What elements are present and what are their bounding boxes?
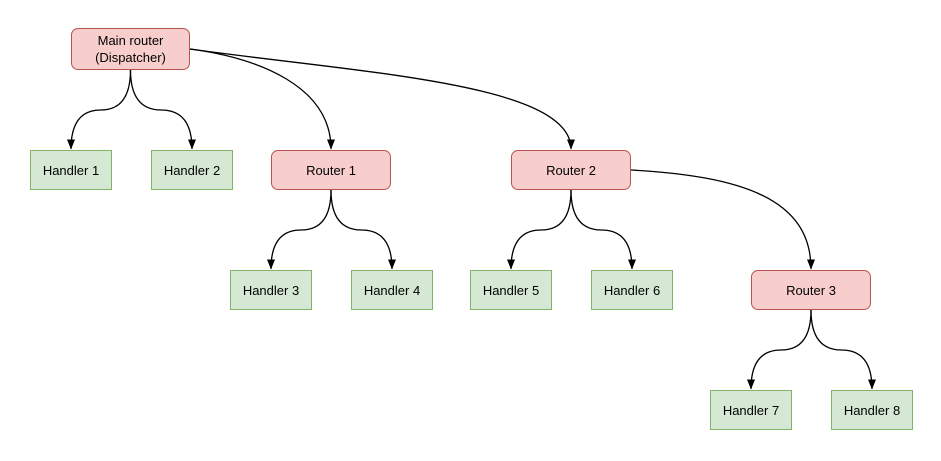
node-main-router: Main router (Dispatcher): [71, 28, 190, 70]
node-router-3: Router 3: [751, 270, 871, 310]
node-router-3-label: Router 3: [786, 282, 836, 298]
node-router-1-label: Router 1: [306, 162, 356, 178]
node-handler-4-label: Handler 4: [363, 282, 421, 298]
node-main-router-label-line1: Main router: [97, 33, 164, 48]
edge-main-router-to-handler-2: [129, 69, 196, 150]
node-handler-5-label: Handler 5: [482, 282, 540, 298]
edge-router-2-to-handler-5: [507, 189, 572, 270]
node-handler-2-label: Handler 2: [163, 162, 221, 178]
edge-router-1-to-handler-3: [267, 189, 332, 270]
node-main-router-label-line2: (Dispatcher): [95, 50, 166, 65]
edge-main-router-to-handler-1: [67, 69, 132, 150]
node-handler-3: Handler 3: [230, 270, 312, 310]
node-handler-3-label: Handler 3: [242, 282, 300, 298]
edge-router-3-to-handler-7: [747, 309, 812, 390]
edge-router-3-to-handler-8: [810, 309, 876, 390]
edge-router-2-to-handler-6: [570, 189, 636, 270]
node-handler-1-label: Handler 1: [42, 162, 100, 178]
node-handler-7-label: Handler 7: [722, 402, 780, 418]
edge-router-2-to-router-3: [630, 169, 815, 270]
node-handler-8-label: Handler 8: [843, 402, 901, 418]
node-handler-2: Handler 2: [151, 150, 233, 190]
node-router-1: Router 1: [271, 150, 391, 190]
node-handler-7: Handler 7: [710, 390, 792, 430]
node-handler-6-label: Handler 6: [603, 282, 661, 298]
edge-main-router-to-router-1: [189, 48, 335, 150]
node-handler-5: Handler 5: [470, 270, 552, 310]
node-handler-8: Handler 8: [831, 390, 913, 430]
node-router-2: Router 2: [511, 150, 631, 190]
node-handler-1: Handler 1: [30, 150, 112, 190]
edge-router-1-to-handler-4: [330, 189, 396, 270]
node-router-2-label: Router 2: [546, 162, 596, 178]
node-handler-4: Handler 4: [351, 270, 433, 310]
edge-main-router-to-router-2: [189, 48, 575, 150]
node-handler-6: Handler 6: [591, 270, 673, 310]
